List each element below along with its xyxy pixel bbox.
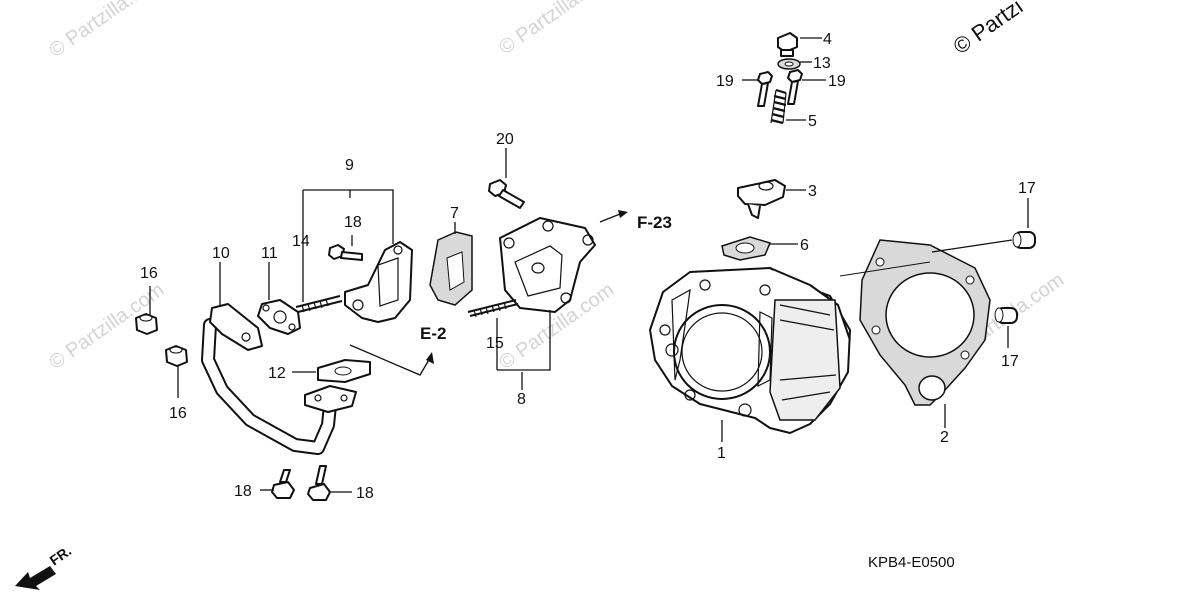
watermark: © Partzilla.com xyxy=(45,0,168,62)
part-cap-nut-upper[interactable] xyxy=(135,313,158,335)
callout-18-bottom-left[interactable]: 18 xyxy=(234,483,252,500)
part-cap-nut-lower[interactable] xyxy=(165,345,188,367)
callout-18-top[interactable]: 18 xyxy=(344,214,362,231)
callout-18-bottom-right[interactable]: 18 xyxy=(356,485,374,502)
part-dowel-pin-top[interactable] xyxy=(1012,231,1036,249)
callout-1[interactable]: 1 xyxy=(717,445,726,462)
callout-2[interactable]: 2 xyxy=(940,429,949,446)
callout-20[interactable]: 20 xyxy=(496,131,514,148)
part-reed-valve-body[interactable] xyxy=(499,217,596,313)
part-bolt-left[interactable] xyxy=(757,71,773,107)
callout-17-bottom[interactable]: 17 xyxy=(1001,353,1019,370)
callout-7[interactable]: 7 xyxy=(450,205,459,222)
callout-5[interactable]: 5 xyxy=(808,113,817,130)
callout-13[interactable]: 13 xyxy=(813,55,831,72)
part-tensioner-gasket[interactable] xyxy=(721,236,772,261)
callout-9[interactable]: 9 xyxy=(345,157,354,174)
part-bolt-right[interactable] xyxy=(787,69,803,105)
callout-8[interactable]: 8 xyxy=(517,391,526,408)
callout-16-lower[interactable]: 16 xyxy=(169,405,187,422)
leader-lines xyxy=(149,37,1029,493)
callout-17-top[interactable]: 17 xyxy=(1018,180,1036,197)
part-cylinder[interactable] xyxy=(649,267,851,434)
part-air-pipe[interactable] xyxy=(201,303,357,455)
callout-3[interactable]: 3 xyxy=(808,183,817,200)
callouts: 4 13 19 19 5 3 6 17 17 1 2 20 7 9 18 14 … xyxy=(140,31,1036,502)
part-pipe-gasket[interactable] xyxy=(257,299,301,335)
part-sealing-bolt[interactable] xyxy=(777,32,798,57)
part-reed-valve-gasket[interactable] xyxy=(429,231,473,306)
callout-11[interactable]: 11 xyxy=(261,245,278,262)
callout-10[interactable]: 10 xyxy=(212,245,230,262)
callout-16-upper[interactable]: 16 xyxy=(140,265,158,282)
part-stud-lower[interactable] xyxy=(467,299,519,318)
part-stud-upper[interactable] xyxy=(295,295,343,313)
reference-e2[interactable]: E-2 xyxy=(420,324,446,343)
callout-4[interactable]: 4 xyxy=(823,31,832,48)
part-tensioner[interactable] xyxy=(737,179,786,219)
callout-14[interactable]: 14 xyxy=(292,233,310,250)
callout-6[interactable]: 6 xyxy=(800,237,809,254)
part-bolt-bottom-left[interactable] xyxy=(271,469,295,499)
reference-f23[interactable]: F-23 xyxy=(637,213,672,232)
part-bolt-bottom-right[interactable] xyxy=(307,465,331,501)
front-label: FR. xyxy=(47,542,75,568)
diagram-code: KPB4-E0500 xyxy=(868,554,955,571)
callout-12[interactable]: 12 xyxy=(268,365,286,382)
part-cylinder-gasket[interactable] xyxy=(859,239,991,406)
part-joint-gasket[interactable] xyxy=(317,359,371,383)
part-dowel-pin-bottom[interactable] xyxy=(994,307,1018,324)
callout-19-right[interactable]: 19 xyxy=(828,73,846,90)
watermark-corner: © Partzi xyxy=(949,0,1028,59)
part-reed-valve[interactable] xyxy=(344,241,413,323)
part-flange-bolt[interactable] xyxy=(488,179,525,209)
callout-19-left[interactable]: 19 xyxy=(716,73,734,90)
part-bolt-small[interactable] xyxy=(328,244,363,261)
part-tensioner-spring[interactable] xyxy=(770,88,787,125)
watermark: © Partzilla.com xyxy=(495,0,618,59)
front-arrow-icon xyxy=(15,566,56,590)
part-washer[interactable] xyxy=(777,58,801,70)
front-direction-marker: FR. xyxy=(15,542,74,590)
callout-15[interactable]: 15 xyxy=(486,335,504,352)
